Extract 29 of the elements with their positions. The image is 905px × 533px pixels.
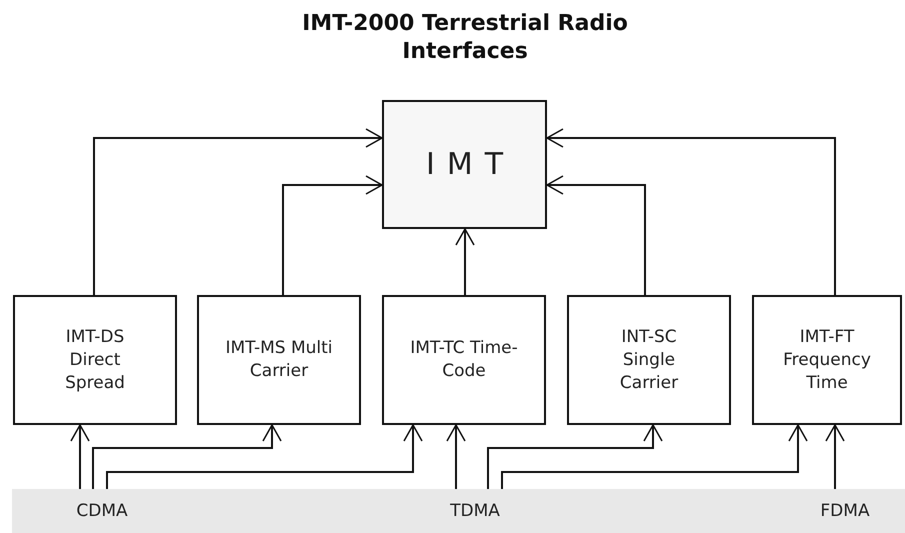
box-label: IMT xyxy=(426,153,516,176)
box-label: IMT-TC Time-Code xyxy=(409,337,519,383)
arrow xyxy=(487,424,663,489)
arrow xyxy=(446,424,466,489)
arrow xyxy=(546,175,646,295)
box-label: IMT-DS Direct Spread xyxy=(64,326,126,394)
interface-box xyxy=(382,295,546,425)
diagram-title: IMT-2000 Terrestrial Radio Interfaces xyxy=(301,10,629,66)
box-label: INT-SC Single Carrier xyxy=(618,326,680,394)
central-box xyxy=(382,100,547,229)
arrow xyxy=(70,424,90,489)
access-label: CDMA xyxy=(52,489,152,533)
arrow xyxy=(106,424,423,489)
arrow xyxy=(93,128,383,295)
arrow xyxy=(501,424,808,489)
arrow xyxy=(455,228,475,295)
box-label: IMT-MS Multi Carrier xyxy=(224,337,334,383)
access-label: TDMA xyxy=(425,489,525,533)
access-label: FDMA xyxy=(795,489,895,533)
arrow xyxy=(282,175,383,295)
arrow xyxy=(92,424,282,489)
access-band xyxy=(12,489,905,533)
interface-box xyxy=(567,295,731,425)
box-label: IMT-FT Frequency Time xyxy=(782,326,872,394)
interface-box xyxy=(13,295,177,425)
interface-box xyxy=(197,295,361,425)
arrow xyxy=(546,128,836,295)
arrow xyxy=(825,424,845,489)
interface-box xyxy=(752,295,902,425)
